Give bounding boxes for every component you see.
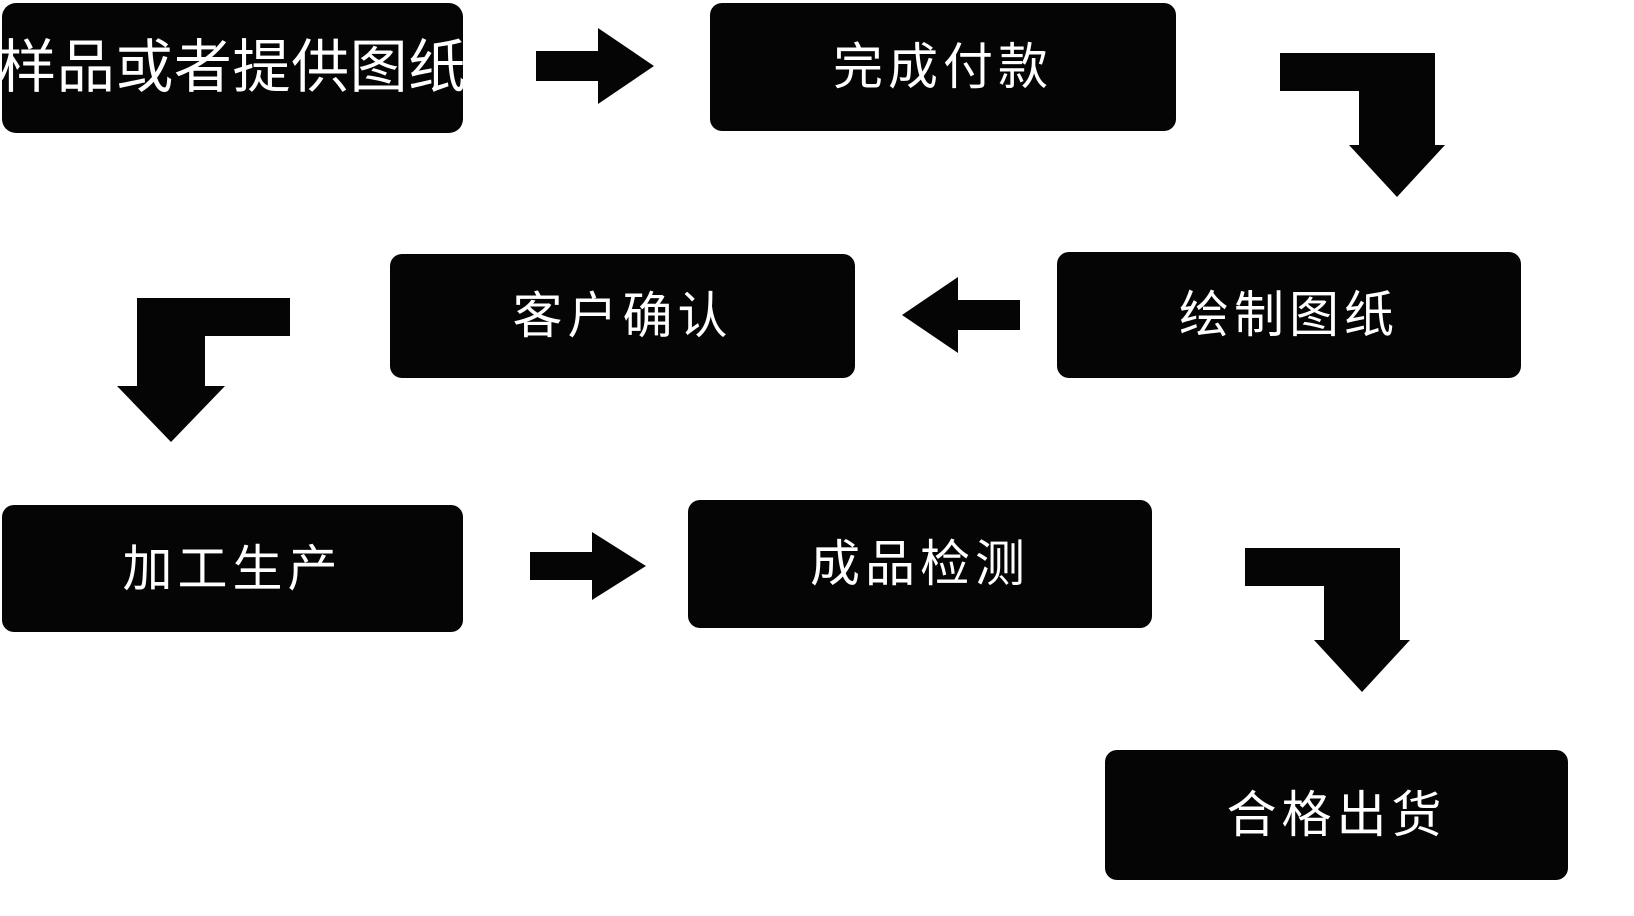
flow-node-production[interactable]: 加工生产 <box>2 505 463 632</box>
flow-node-customer-confirm[interactable]: 客户确认 <box>390 254 855 378</box>
elbow-arrow-right-down-icon <box>1275 45 1445 205</box>
flow-node-label: 绘制图纸 <box>1179 287 1399 343</box>
arrow-left-icon <box>900 275 1020 355</box>
flow-node-label: 样品或者提供图纸 <box>0 35 467 100</box>
flow-node-product-inspection[interactable]: 成品检测 <box>688 500 1152 628</box>
flow-node-sample-or-drawing[interactable]: 样品或者提供图纸 <box>0 3 466 133</box>
flow-node-qualified-shipment[interactable]: 合格出货 <box>1105 750 1568 880</box>
flow-node-label: 完成付款 <box>833 39 1053 95</box>
flow-node-label: 成品检测 <box>810 536 1030 592</box>
elbow-arrow-left-down-icon <box>115 290 295 445</box>
arrow-right-icon <box>536 26 656 106</box>
flow-node-label: 客户确认 <box>512 288 733 344</box>
arrow-right-icon <box>530 530 650 602</box>
flow-node-complete-payment[interactable]: 完成付款 <box>710 3 1176 131</box>
flow-node-label: 合格出货 <box>1226 787 1447 843</box>
flow-node-label: 加工生产 <box>122 540 343 597</box>
flow-node-draw-drawing[interactable]: 绘制图纸 <box>1057 252 1521 378</box>
elbow-arrow-right-down-icon <box>1240 540 1410 700</box>
